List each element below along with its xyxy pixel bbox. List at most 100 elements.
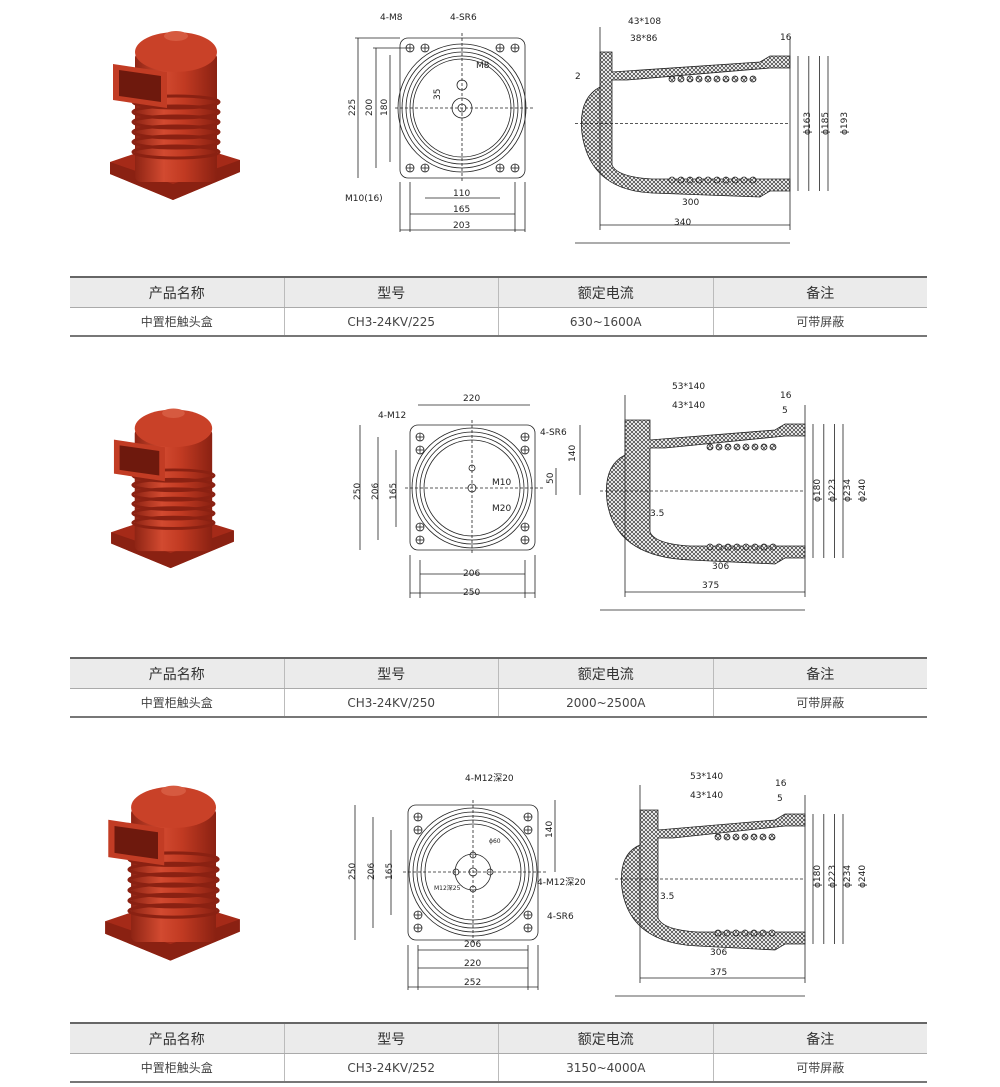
dim-label: 38*86 bbox=[630, 34, 658, 44]
rib bbox=[677, 75, 685, 83]
rib bbox=[722, 176, 730, 184]
rib bbox=[731, 75, 739, 83]
dim-label: ϕ193 bbox=[840, 112, 850, 135]
dim-label: ϕ234 bbox=[843, 479, 853, 502]
dim-label: 4-M12深20 bbox=[465, 773, 514, 784]
rib bbox=[733, 543, 741, 551]
rib bbox=[749, 75, 757, 83]
dim-label: 206 bbox=[367, 863, 377, 880]
dim-label: 50 bbox=[546, 472, 556, 484]
dim-label: 2 bbox=[575, 72, 581, 82]
cell-rated-current: 2000~2500A bbox=[499, 689, 714, 716]
rib bbox=[714, 929, 722, 937]
cell-product-name: 中置柜触头盒 bbox=[70, 1054, 285, 1081]
dim-label: ϕ185 bbox=[821, 112, 831, 135]
rib bbox=[714, 833, 722, 841]
dim-label: ϕ180 bbox=[813, 865, 823, 888]
dim-label: 250 bbox=[348, 863, 358, 880]
dim-label: 250 bbox=[353, 483, 363, 500]
front-view-2-labels: 220 4-M12 4-SR6 140 50 M10 M20 250 206 1… bbox=[353, 394, 578, 598]
rib bbox=[695, 176, 703, 184]
product-photo bbox=[109, 406, 236, 570]
dim-label: 180 bbox=[380, 99, 390, 116]
dim-label: 35 bbox=[433, 89, 443, 100]
front-view-3-labels: 4-M12深20 140 ϕ60 M12深25 4-M12深20 4-SR6 2… bbox=[348, 773, 586, 988]
dim-label: M20 bbox=[492, 504, 511, 514]
rib bbox=[713, 176, 721, 184]
dim-label: 3.5 bbox=[650, 509, 664, 519]
rib bbox=[732, 833, 740, 841]
side-view-2-labels: 53*140 43*140 16 5 3.5 ϕ180 ϕ223 ϕ234 ϕ2… bbox=[650, 382, 868, 591]
dim-label: 43*108 bbox=[628, 17, 661, 27]
rib bbox=[768, 833, 776, 841]
rib bbox=[724, 443, 732, 451]
rib bbox=[749, 176, 757, 184]
product-photo bbox=[108, 29, 242, 202]
dim-label: 140 bbox=[568, 445, 578, 462]
spec-table-2: 产品名称 型号 额定电流 备注 中置柜触头盒 CH3-24KV/250 2000… bbox=[70, 657, 927, 718]
dim-label: 200 bbox=[365, 99, 375, 116]
rib bbox=[722, 75, 730, 83]
dim-label: 16 bbox=[780, 391, 792, 401]
dim-label: ϕ223 bbox=[828, 479, 838, 502]
rib bbox=[732, 929, 740, 937]
dim-label: M12深25 bbox=[434, 884, 461, 892]
header-rated-current: 额定电流 bbox=[499, 659, 714, 688]
rib bbox=[750, 833, 758, 841]
dim-label: 165 bbox=[389, 483, 399, 500]
dim-label: 225 bbox=[348, 99, 358, 116]
dim-label: 375 bbox=[710, 968, 727, 978]
dim-label: 4-SR6 bbox=[547, 912, 574, 922]
rib bbox=[769, 543, 777, 551]
side-view-3-labels: 53*140 43*140 16 5 3.5 ϕ180 ϕ223 ϕ234 ϕ2… bbox=[660, 772, 868, 978]
rib bbox=[742, 443, 750, 451]
dim-label: 4-M12 bbox=[378, 411, 406, 421]
table-header-row: 产品名称 型号 额定电流 备注 bbox=[70, 278, 927, 308]
rib bbox=[751, 543, 759, 551]
dim-label: 220 bbox=[463, 394, 480, 404]
dim-label: 4-SR6 bbox=[450, 13, 477, 23]
table-row: 中置柜触头盒 CH3-24KV/225 630~1600A 可带屏蔽 bbox=[70, 308, 927, 335]
m12-hole bbox=[486, 868, 494, 876]
dim-label: 4-M8 bbox=[380, 13, 403, 23]
dim-label: ϕ240 bbox=[858, 865, 868, 888]
dim-label: 206 bbox=[463, 569, 480, 579]
rib bbox=[769, 443, 777, 451]
table-header-row: 产品名称 型号 额定电流 备注 bbox=[70, 1024, 927, 1054]
rib bbox=[760, 443, 768, 451]
cell-product-name: 中置柜触头盒 bbox=[70, 308, 285, 335]
dim-label: 165 bbox=[385, 863, 395, 880]
rib bbox=[759, 929, 767, 937]
dim-label: 203 bbox=[453, 221, 470, 231]
dim-label: 300 bbox=[682, 198, 699, 208]
header-rated-current: 额定电流 bbox=[499, 278, 714, 307]
rib bbox=[733, 443, 741, 451]
dim-label: 4-SR6 bbox=[540, 428, 567, 438]
hub-circle bbox=[454, 853, 492, 891]
rib bbox=[686, 176, 694, 184]
side-view-1-labels: 43*108 38*86 16 2 ϕ163 ϕ185 ϕ193 300 340 bbox=[575, 17, 850, 228]
insulator-section bbox=[606, 419, 806, 565]
hub-circle bbox=[451, 97, 473, 119]
rib bbox=[668, 75, 676, 83]
dim-label: 252 bbox=[464, 978, 481, 988]
dim-label: 43*140 bbox=[672, 401, 705, 411]
flange-outline bbox=[409, 424, 536, 551]
rib bbox=[740, 176, 748, 184]
center-hole bbox=[468, 867, 478, 877]
rib bbox=[750, 929, 758, 937]
dim-label: 306 bbox=[710, 948, 727, 958]
rib bbox=[768, 929, 776, 937]
m10-hole bbox=[468, 464, 476, 472]
dim-label: 250 bbox=[463, 588, 480, 598]
dim-label: ϕ163 bbox=[803, 112, 813, 135]
table-row: 中置柜触头盒 CH3-24KV/250 2000~2500A 可带屏蔽 bbox=[70, 689, 927, 716]
dim-label: 16 bbox=[780, 33, 792, 43]
spec-table-1: 产品名称 型号 额定电流 备注 中置柜触头盒 CH3-24KV/225 630~… bbox=[70, 276, 927, 337]
dim-label: 110 bbox=[453, 189, 470, 199]
rib bbox=[686, 75, 694, 83]
rib bbox=[741, 833, 749, 841]
dim-label: 220 bbox=[464, 959, 481, 969]
rib bbox=[706, 543, 714, 551]
header-model: 型号 bbox=[285, 1024, 499, 1053]
